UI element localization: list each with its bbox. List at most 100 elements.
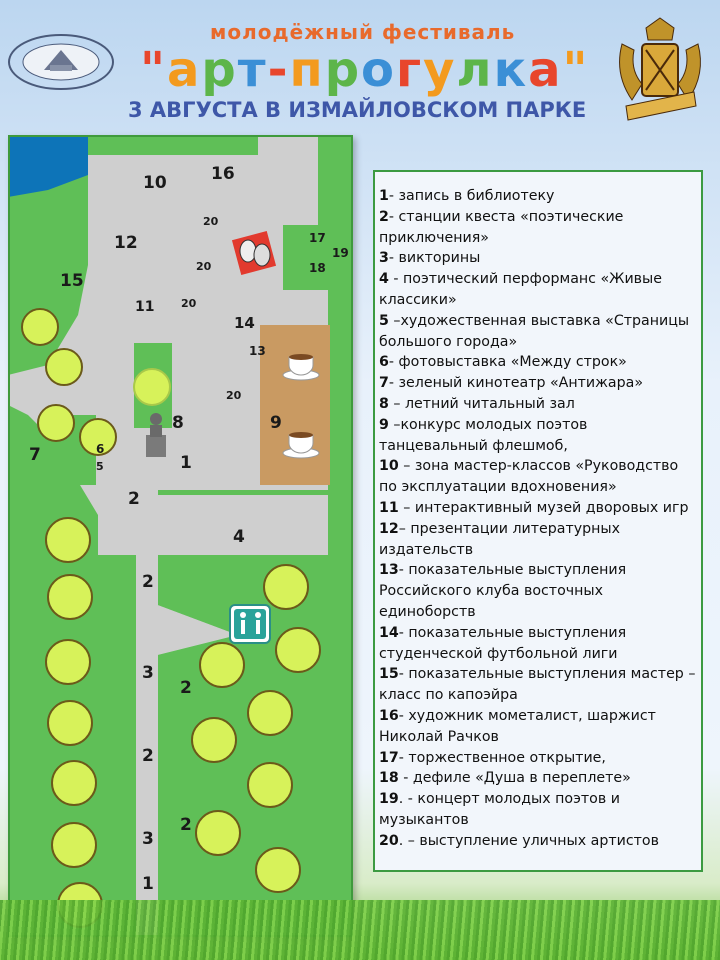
legend-text: - художник мометалист, шаржист Николай Р… bbox=[379, 707, 656, 745]
map-zone-label: 20 bbox=[203, 215, 219, 228]
legend-text: – летний читальный зал bbox=[388, 395, 575, 412]
map-zone-label: 1 bbox=[180, 453, 192, 473]
title-letter: л bbox=[456, 42, 494, 98]
map-zone-label: 8 bbox=[172, 413, 184, 433]
legend-number: 17 bbox=[379, 749, 399, 766]
statue-icon bbox=[146, 413, 166, 457]
title-letter: - bbox=[267, 42, 290, 98]
legend-item: 15- показательные выступления мастер –кл… bbox=[379, 664, 697, 706]
title-letter: у bbox=[423, 42, 457, 98]
legend-text: . – выступление уличных артистов bbox=[398, 832, 659, 849]
title-letter: к bbox=[493, 42, 529, 98]
legend-number: 10 bbox=[379, 458, 399, 475]
legend-item: 16- художник мометалист, шаржист Николай… bbox=[379, 706, 697, 748]
legend-item: 2- станции квеста «поэтические приключен… bbox=[379, 207, 697, 249]
map-zone-label: 12 bbox=[114, 233, 138, 253]
legend-text: – интерактивный музей дворовых игр bbox=[398, 499, 689, 516]
title-letter: а bbox=[528, 42, 563, 98]
map-zone-label: 18 bbox=[309, 261, 326, 275]
legend-text: - показательные выступления Российского … bbox=[379, 562, 627, 620]
map-zone-label: 20 bbox=[181, 297, 197, 310]
teacup-icon-1 bbox=[282, 354, 320, 381]
map-zone-label: 15 bbox=[60, 271, 84, 291]
legend-text: - фотовыставка «Между строк» bbox=[388, 354, 627, 371]
legend-number: 16 bbox=[379, 707, 399, 724]
legend-item: 13- показательные выступления Российског… bbox=[379, 560, 697, 622]
legend-number: 2 bbox=[379, 208, 389, 225]
legend-number: 20 bbox=[379, 832, 399, 849]
map-zone-label: 4 bbox=[233, 527, 245, 547]
map-zone-label: 3 bbox=[142, 829, 154, 849]
map-zone-label: 2 bbox=[180, 815, 192, 835]
legend-text: - показательные выступления студенческой… bbox=[379, 624, 627, 662]
legend-item: 20. – выступление уличных артистов bbox=[379, 831, 697, 852]
legend-item: 10 – зона мастер-классов «Руководство по… bbox=[379, 456, 697, 498]
legend-text: – презентации литературных издательств bbox=[379, 520, 621, 558]
title-letter: р bbox=[324, 42, 362, 98]
legend-number: 4 bbox=[379, 271, 389, 288]
map-zone-label: 2 bbox=[128, 489, 140, 509]
map-zone-label: 20 bbox=[226, 389, 242, 402]
title-letter: т bbox=[237, 42, 268, 98]
legend-item: 3- викторины bbox=[379, 248, 697, 269]
legend-text: - запись в библиотеку bbox=[388, 188, 555, 204]
grass-decoration bbox=[0, 900, 720, 960]
legend-text: - зеленый кинотеатр «Антижара» bbox=[388, 375, 643, 392]
map-zone-label: 20 bbox=[196, 260, 212, 273]
legend-text: –художественная выставка «Страницы больш… bbox=[379, 312, 690, 350]
legend-item: 8 – летний читальный зал bbox=[379, 394, 697, 415]
legend-text: – зона мастер-классов «Руководство по эк… bbox=[379, 458, 679, 496]
title-letter: г bbox=[396, 42, 424, 98]
legend-item: 5 –художественная выставка «Страницы бол… bbox=[379, 311, 697, 353]
legend-number: 7 bbox=[379, 375, 389, 392]
legend-number: 19 bbox=[379, 791, 399, 808]
map-zone-label: 19 bbox=[332, 246, 349, 260]
map-zone-label: 14 bbox=[234, 314, 255, 332]
legend-number: 14 bbox=[379, 624, 399, 641]
legend-number: 3 bbox=[379, 250, 389, 267]
title-letter: " bbox=[562, 42, 590, 98]
legend-number: 11 bbox=[379, 499, 399, 516]
map-zone-label: 16 bbox=[211, 164, 235, 184]
restroom-icon bbox=[229, 604, 271, 644]
legend-number: 5 bbox=[379, 312, 389, 329]
map-zone-label: 10 bbox=[143, 173, 167, 193]
legend-item: 9 –конкурс молодых поэтов танцевальный ф… bbox=[379, 415, 697, 457]
legend-text: - викторины bbox=[388, 250, 481, 267]
header: молодёжный фестиваль "арт-прогулка" 3 АВ… bbox=[0, 0, 720, 135]
legend-number: 8 bbox=[379, 395, 389, 412]
legend-item: 19. - концерт молодых поэтов и музыканто… bbox=[379, 789, 697, 831]
map-zone-label: 7 bbox=[29, 445, 41, 465]
legend-number: 6 bbox=[379, 354, 389, 371]
legend-text: - поэтический перформанс «Живые классики… bbox=[379, 271, 662, 308]
title-letter: п bbox=[289, 42, 325, 98]
map-zone-label: 13 bbox=[249, 344, 266, 358]
map-zone-label: 9 bbox=[270, 413, 282, 433]
map-zone-label: 11 bbox=[135, 299, 155, 315]
legend-number: 15 bbox=[379, 666, 399, 683]
legend-item: 11 – интерактивный музей дворовых игр bbox=[379, 498, 697, 519]
theater-masks-icon bbox=[231, 230, 277, 276]
festival-title: "арт-прогулка" bbox=[140, 42, 590, 98]
legend-text: - показательные выступления мастер –клас… bbox=[379, 666, 696, 704]
title-letter: р bbox=[201, 42, 238, 98]
izmailovsky-park-logo bbox=[619, 17, 701, 121]
legend-item: 1- запись в библиотеку bbox=[379, 186, 697, 207]
festival-subtitle: молодёжный фестиваль bbox=[210, 20, 516, 44]
legend-item: 18 - дефиле «Душа в переплете» bbox=[379, 768, 697, 789]
legend-number: 13 bbox=[379, 562, 399, 579]
map-zone-label: 2 bbox=[142, 746, 154, 766]
teacup-icon-2 bbox=[282, 432, 320, 459]
map-zone-label: 5 bbox=[96, 460, 104, 473]
festival-date: 3 АВГУСТА В ИЗМАЙЛОВСКОМ ПАРКЕ bbox=[128, 98, 587, 122]
legend-item: 17- торжественное открытие, bbox=[379, 748, 697, 769]
library-logo bbox=[8, 34, 114, 90]
legend-number: 18 bbox=[379, 770, 399, 787]
legend-number: 12 bbox=[379, 520, 399, 537]
legend-item: 12– презентации литературных издательств bbox=[379, 519, 697, 561]
legend-item: 14- показательные выступления студенческ… bbox=[379, 623, 697, 665]
map-zone-label: 6 bbox=[96, 442, 105, 456]
